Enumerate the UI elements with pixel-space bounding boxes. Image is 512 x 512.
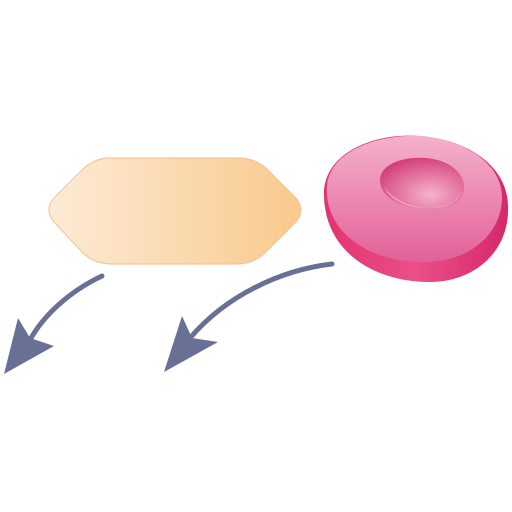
left-arrow-icon [4, 273, 105, 374]
right-arrow-icon [164, 261, 335, 372]
elongated-cell-icon [48, 157, 302, 265]
red-blood-cell-icon [324, 135, 509, 282]
